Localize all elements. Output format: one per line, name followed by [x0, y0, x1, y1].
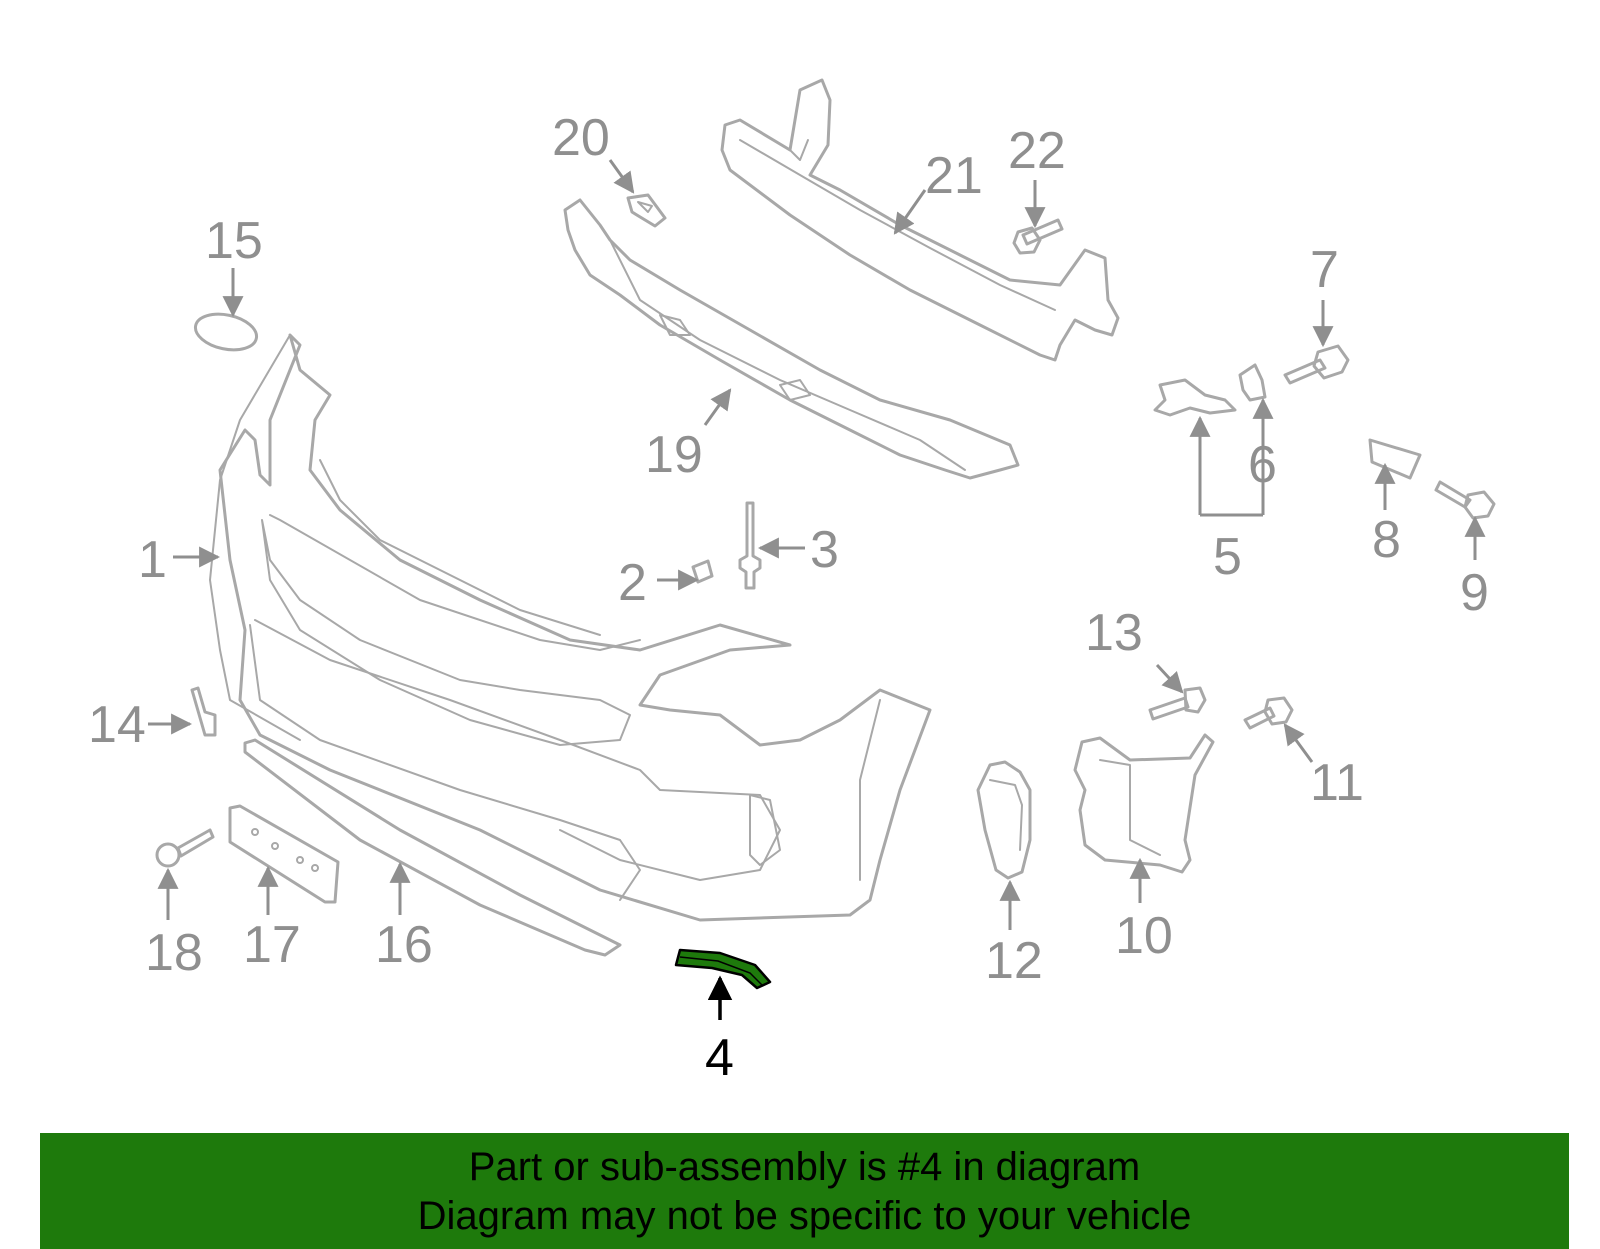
- callout-19[interactable]: 19: [645, 426, 703, 484]
- bracket-part-5: [1153, 378, 1237, 417]
- clip-part-14: [190, 686, 217, 737]
- callout-labels: 1 2 3 4 5 6 7 8 9 10 11 12 13 14 15 16 1…: [88, 109, 1489, 1087]
- callout-18[interactable]: 18: [145, 924, 203, 982]
- callout-5[interactable]: 5: [1213, 528, 1242, 586]
- leader-lines: [148, 159, 1486, 1020]
- callout-2[interactable]: 2: [618, 554, 647, 612]
- callout-9[interactable]: 9: [1460, 564, 1489, 622]
- callout-11[interactable]: 11: [1310, 754, 1364, 812]
- energy-absorber-part-19: [563, 198, 1020, 480]
- bracket-part-8: [1368, 438, 1422, 480]
- bolt-part-7: [1283, 344, 1350, 385]
- air-duct-part-10: [1073, 733, 1215, 874]
- lower-strip-part-4: [674, 948, 772, 990]
- plate-bracket-part-17: [228, 804, 340, 904]
- callout-15[interactable]: 15: [205, 212, 263, 270]
- trim-part-12: [976, 760, 1032, 880]
- callout-6[interactable]: 6: [1248, 436, 1277, 494]
- banner-line-2: Diagram may not be specific to your vehi…: [417, 1194, 1192, 1238]
- banner-line-1: Part or sub-assembly is #4 in diagram: [468, 1145, 1141, 1189]
- callout-20[interactable]: 20: [552, 109, 610, 167]
- lower-strip-part-16: [243, 738, 622, 957]
- callout-21[interactable]: 21: [925, 147, 983, 205]
- callout-3[interactable]: 3: [810, 521, 839, 579]
- screw-part-13: [1148, 686, 1207, 721]
- callout-7[interactable]: 7: [1310, 241, 1339, 299]
- callout-10[interactable]: 10: [1115, 907, 1173, 965]
- bolt-part-11: [1243, 696, 1294, 730]
- callout-17[interactable]: 17: [243, 916, 301, 974]
- screw-part-18: [155, 828, 215, 868]
- bolt-part-9: [1434, 480, 1496, 520]
- callout-4[interactable]: 4: [705, 1029, 734, 1087]
- info-banner: Part or sub-assembly is #4 in diagram Di…: [40, 1133, 1569, 1249]
- callout-14[interactable]: 14: [88, 696, 146, 754]
- bolt-part-22: [1012, 218, 1064, 255]
- emblem-part-15: [193, 312, 259, 352]
- callout-22[interactable]: 22: [1008, 122, 1066, 180]
- bracket-part-6: [1238, 363, 1267, 402]
- pin-part-3: [738, 501, 762, 590]
- callout-16[interactable]: 16: [375, 916, 433, 974]
- callout-13[interactable]: 13: [1085, 604, 1143, 662]
- callout-1[interactable]: 1: [138, 531, 167, 589]
- clip-part-20: [626, 193, 667, 228]
- bumper-cover-part-1: [209, 333, 932, 922]
- callout-8[interactable]: 8: [1372, 511, 1401, 569]
- callout-12[interactable]: 12: [985, 932, 1043, 990]
